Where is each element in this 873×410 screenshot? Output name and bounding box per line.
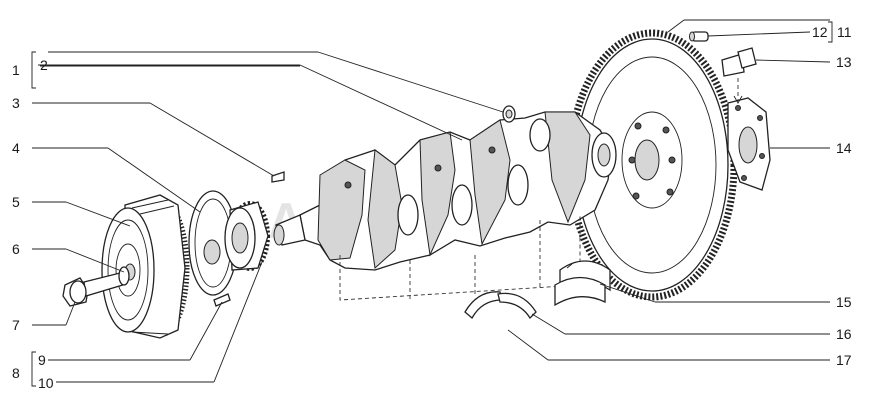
flywheel-bolt	[721, 47, 757, 104]
pulley-bolt	[62, 271, 127, 307]
crankshaft-plug	[502, 105, 516, 123]
crankshaft	[273, 111, 617, 271]
callout-3: 3	[12, 95, 20, 111]
flywheel-plate	[727, 97, 771, 191]
callout-17: 17	[836, 352, 852, 368]
dowel-pin	[689, 31, 709, 42]
callout-4: 4	[12, 140, 20, 156]
callout-14: 14	[836, 140, 852, 156]
callout-10: 10	[38, 375, 54, 391]
callout-1: 1	[12, 62, 20, 78]
callout-7: 7	[12, 317, 20, 333]
main-bearing-shells	[554, 260, 611, 307]
gear-wheel	[188, 190, 238, 296]
callout-11: 11	[837, 24, 852, 40]
callout-12: 12	[812, 24, 828, 40]
callout-8: 8	[12, 365, 20, 381]
thrust-washer-left	[464, 291, 503, 320]
bearing-bracket	[339, 215, 581, 301]
key	[271, 171, 285, 183]
callout-2: 2	[40, 57, 48, 73]
callout-5: 5	[12, 194, 20, 210]
callout-13: 13	[836, 54, 852, 70]
callout-6: 6	[12, 241, 20, 257]
washer	[118, 266, 130, 286]
small-key	[213, 293, 231, 307]
timing-gear	[224, 201, 270, 271]
callout-16: 16	[836, 326, 852, 342]
thrust-washer-right	[497, 292, 537, 320]
callout-9: 9	[38, 352, 46, 368]
pulley	[101, 194, 190, 339]
callout-15: 15	[836, 294, 852, 310]
